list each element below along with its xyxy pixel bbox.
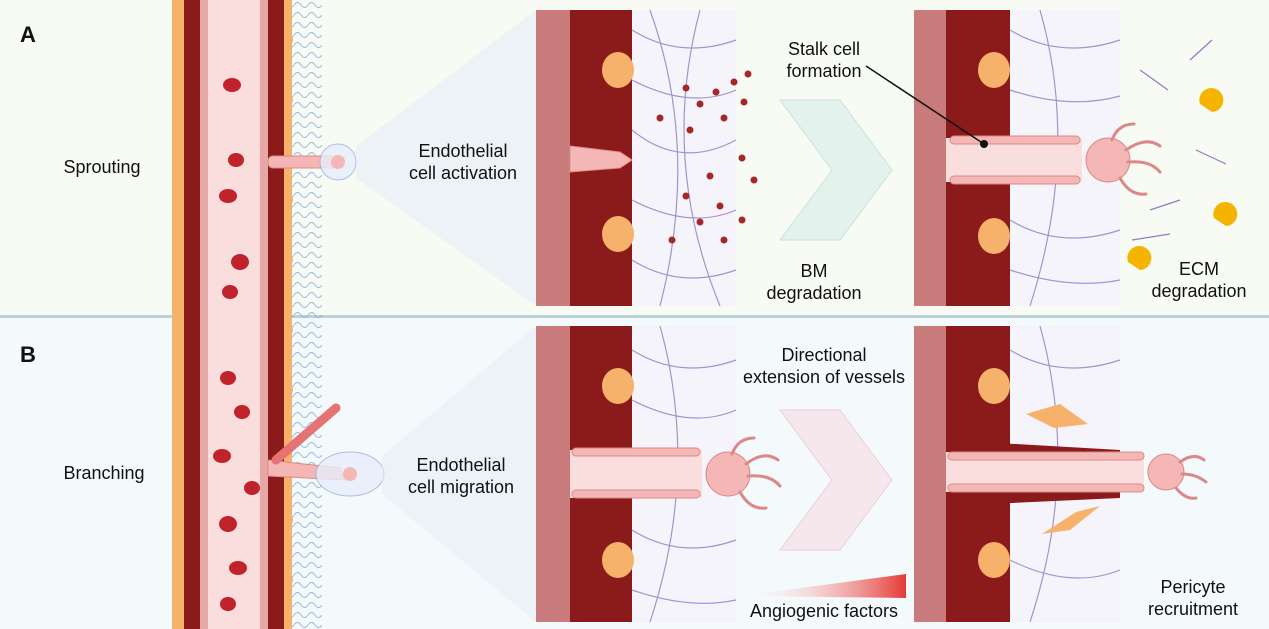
pericytes-a1 [602,52,634,252]
panel-divider [0,315,1269,318]
panel-letter-a: A [20,22,36,47]
panel-a-block-2 [865,9,1238,307]
vessel-wall-right [268,0,284,629]
sprout-b [267,403,385,497]
vessel-lumen [208,0,260,629]
label-pericyte-recruitment: Pericyte recruitment [1147,577,1239,619]
pericytes-b2 [978,368,1100,578]
tip-cell-a [1085,137,1131,183]
label-ecm-degradation: ECM degradation [1151,259,1247,301]
zoom-cone-a [356,10,536,306]
red-blood-cells [213,78,260,611]
label-directional-extension: Directional extension of vessels [742,345,906,387]
growth-factor-dots [656,70,758,244]
arrow-b [779,409,893,551]
panel-title-branching: Branching [63,463,145,483]
panel-b-block-2 [914,325,1208,623]
main-vessel [172,0,322,629]
label-angiogenic-factors: Angiogenic factors [749,601,899,621]
tip-cell-b2 [1147,453,1185,491]
label-endothelial-activation: Endothelial cell activation [408,141,518,183]
angiogenic-gradient [740,574,906,598]
panel-b-block-1 [536,325,782,623]
tip-cell-b [705,451,751,497]
panel-letter-b: B [20,342,36,367]
panel-title-sprouting: Sprouting [63,157,141,177]
stalk-pointer [865,65,985,145]
pericytes-b1 [602,368,634,578]
zoom-cone-b [382,326,536,622]
label-stalk-cell: Stalk cell formation [786,39,862,81]
label-bm-degradation: BM degradation [766,261,862,303]
mmp-enzymes [1127,88,1238,270]
panel-a-block-1 [536,9,758,307]
pericytes-a2 [978,52,1010,254]
sprout-a [267,143,357,181]
vessel-wall-left [184,0,200,629]
pericyte-layer-left [172,0,186,629]
basement-mesh [292,0,322,629]
label-endothelial-migration: Endothelial cell migration [407,455,515,497]
arrow-a [779,99,893,241]
